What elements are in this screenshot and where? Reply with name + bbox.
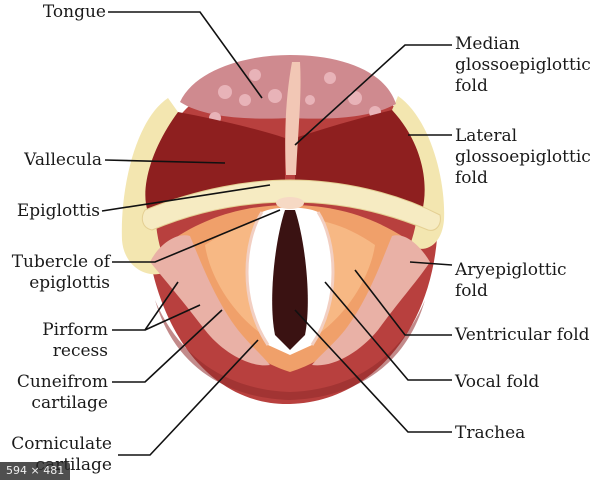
label-trachea: Trachea: [455, 423, 526, 443]
label-ventricular-fold: Ventricular fold: [455, 325, 590, 345]
label-lateral-glossoepiglottic-fold: Lateral glossoepiglottic fold: [455, 126, 591, 188]
leader-vallecula: [104, 159, 226, 164]
label-epiglottis: Epiglottis: [16, 201, 100, 221]
leader-vocal: [324, 281, 452, 381]
label-vallecula: Vallecula: [24, 150, 102, 170]
leader-tubercle: [112, 209, 281, 263]
leader-corniculate: [118, 339, 259, 456]
tubercle-shape: [276, 197, 304, 209]
right-aryepiglottic-fold: [312, 235, 430, 366]
vocal-fold-left-edge: [245, 211, 270, 346]
leader-ventricular: [354, 269, 452, 336]
leader-epiglottis: [101, 184, 271, 212]
leader-median-fold: [294, 44, 452, 146]
label-cuneiform-cartilage: Cuneifrom cartilage: [16, 372, 108, 413]
label-aryepiglottic-fold: Aryepiglottic fold: [455, 260, 567, 301]
image-size-badge: 594 × 481: [0, 462, 71, 480]
leader-lines: [101, 11, 453, 456]
left-aryepiglottic-fold: [150, 235, 270, 366]
leader-aryepiglottic: [409, 261, 453, 266]
leader-pirform-2: [144, 304, 201, 331]
median-fold-shape: [285, 62, 301, 175]
label-tongue: Tongue: [42, 2, 106, 22]
leader-cuneiform: [112, 309, 223, 383]
label-vocal-fold: Vocal fold: [455, 372, 540, 392]
label-tubercle-of-epiglottis: Tubercle of epiglottis: [11, 252, 110, 293]
label-median-glossoepiglottic-fold: Median glossoepiglottic fold: [455, 34, 591, 96]
vocal-fold-right-edge: [310, 211, 335, 346]
leader-trachea: [294, 309, 452, 433]
label-pirform-recess: Pirform recess: [42, 320, 108, 361]
leader-tongue: [108, 11, 263, 99]
